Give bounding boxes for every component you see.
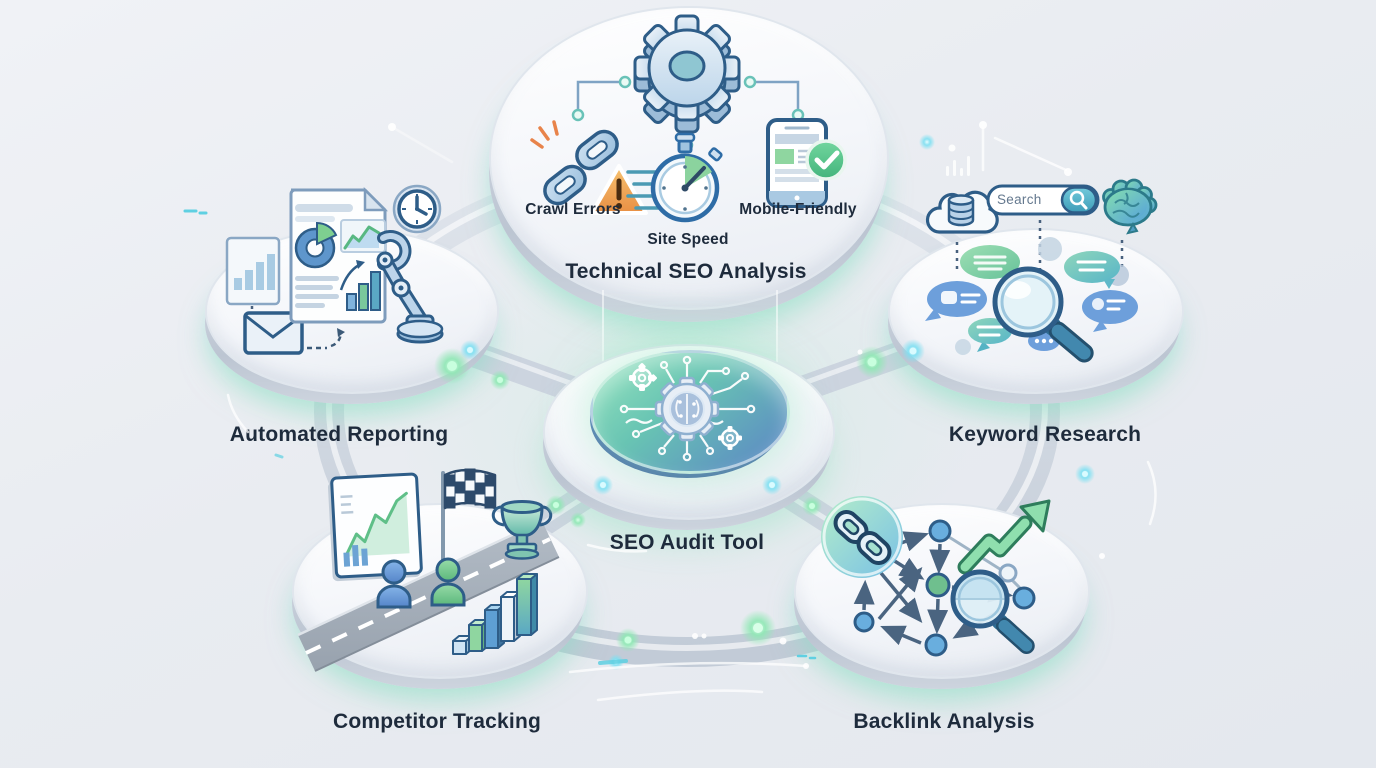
keyword-research-icons [925, 178, 1158, 363]
node-label-competitor-tracking: Competitor Tracking [333, 710, 541, 733]
node-label-technical-seo: Technical SEO Analysis [565, 260, 807, 283]
hub-label: SEO Audit Tool [609, 531, 765, 554]
growth-arrow-icon [957, 499, 1051, 575]
feature-label-site-speed: Site Speed [647, 231, 729, 248]
envelope-icon [243, 311, 304, 355]
warning-icon [590, 164, 648, 215]
node-label-keyword-research: Keyword Research [948, 423, 1142, 446]
feature-label-mobile-friendly: Mobile-Friendly [739, 201, 857, 218]
trend-board-icon [327, 472, 423, 582]
search-placeholder-text: Search [997, 192, 1042, 207]
person-icon [376, 557, 466, 609]
technical-seo-icons [530, 14, 847, 223]
report-document-icon [289, 186, 389, 324]
bar-page-icon [225, 236, 281, 306]
node-label-automated-reporting: Automated Reporting [229, 423, 449, 446]
node-label-backlink-analysis: Backlink Analysis [853, 710, 1035, 733]
robot-arm-icon [376, 230, 444, 344]
link-badge-icon [821, 496, 903, 578]
search-icon [1069, 190, 1088, 210]
bar-3d-icon [452, 573, 538, 655]
magnifier-icon [950, 569, 1035, 655]
main-gear-icon [654, 376, 720, 442]
gear-icon [633, 14, 741, 134]
bar-chart-icon [339, 260, 381, 311]
search-bar-icon [986, 184, 1100, 216]
line-chart-icon [340, 219, 386, 253]
network-nodes [853, 519, 1036, 657]
feature-label-crawl-errors: Crawl Errors [525, 201, 621, 218]
mobile-check-icon [766, 118, 847, 208]
circuit-gear-icon [619, 355, 756, 462]
small-gear-icon [629, 363, 742, 450]
stopwatch-icon [626, 132, 723, 223]
trophy-icon [491, 500, 553, 560]
race-road-icon [297, 519, 560, 672]
dashed-arrow [307, 328, 345, 350]
brain-icon [1102, 178, 1158, 235]
broken-link-icon [530, 120, 619, 206]
pie-chart-icon [294, 221, 338, 269]
magnifier-icon [992, 266, 1094, 363]
clock-icon [392, 184, 442, 234]
competitor-tracking-icons [297, 468, 560, 672]
backlink-analysis-icons [821, 496, 1051, 657]
automated-reporting-icons [225, 184, 444, 355]
cloud-database-icon [925, 190, 999, 234]
